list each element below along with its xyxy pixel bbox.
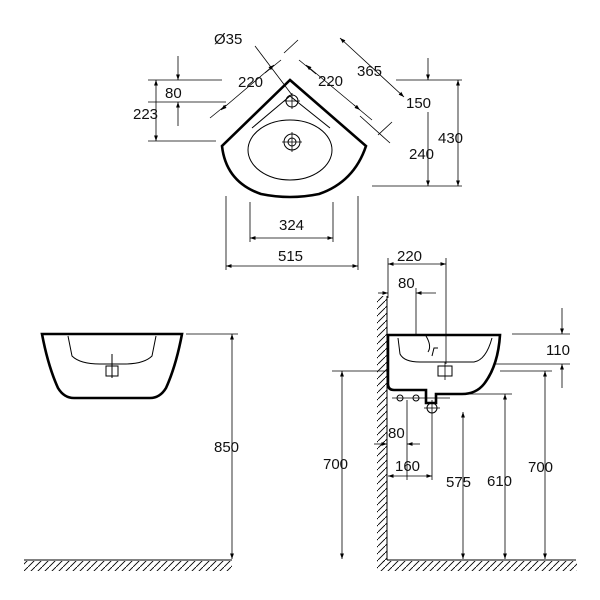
bowl-ellipse (247, 119, 333, 181)
basin-plan-outline (220, 78, 368, 199)
dim-575: 575 (446, 474, 471, 491)
dim-700-right: 700 (528, 459, 553, 476)
side-drain-symbol (437, 362, 453, 380)
side-view: 220 80 110 700 80 160 575 610 700 (323, 248, 577, 571)
wall-hatch (377, 296, 387, 562)
dim-80-top-view: 80 (165, 85, 182, 102)
dim-150: 150 (406, 95, 431, 112)
dim-365: 365 (357, 63, 382, 80)
dim-223: 223 (133, 106, 158, 123)
basin-side-outline (386, 333, 502, 405)
dim-80-side-top: 80 (398, 275, 415, 292)
dim-240: 240 (409, 146, 434, 163)
front-drain-symbol (105, 354, 119, 378)
basin-front-outline (40, 332, 184, 400)
dim-324: 324 (279, 217, 304, 234)
dim-80-side-bottom: 80 (388, 425, 405, 442)
floor-hatch-side (377, 561, 577, 571)
basin-side-inner (397, 337, 493, 363)
top-view: Ø35 220 220 365 150 80 223 240 (133, 31, 463, 270)
tap-hole-symbol (284, 93, 300, 109)
dim-850: 850 (214, 439, 239, 456)
dim-220-side: 220 (397, 248, 422, 265)
dim-220-right: 220 (318, 73, 343, 90)
dim-610: 610 (487, 473, 512, 490)
dim-430: 430 (438, 130, 463, 147)
dim-220-left: 220 (238, 74, 263, 91)
ledge-line (251, 95, 331, 129)
dim-515: 515 (278, 248, 303, 265)
drain-symbol (282, 132, 302, 152)
dim-110: 110 (546, 342, 570, 359)
dim-160: 160 (395, 458, 420, 475)
floor-hatch-front (24, 561, 232, 571)
basin-overflow (425, 335, 438, 357)
dim-diameter-35: Ø35 (214, 31, 242, 48)
front-view: 850 (24, 332, 239, 571)
wall-bolts (392, 394, 450, 416)
dim-700-left: 700 (323, 456, 348, 473)
